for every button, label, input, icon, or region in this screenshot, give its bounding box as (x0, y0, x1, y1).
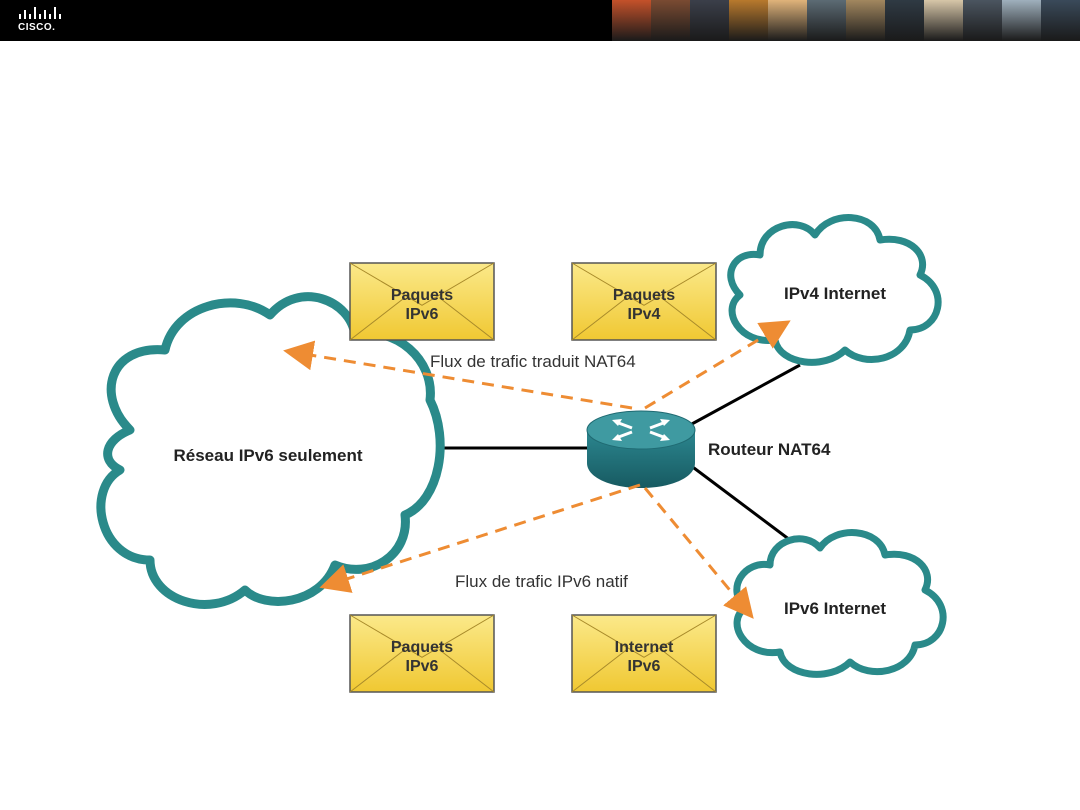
photo-tile (924, 0, 963, 41)
nat64-router-icon (586, 410, 696, 488)
flow-translated-label: Flux de trafic traduit NAT64 (430, 352, 636, 371)
photo-tile (1041, 0, 1080, 41)
cisco-logo-text: CISCO. (18, 22, 56, 33)
photo-tile (963, 0, 1002, 41)
photo-tile (1002, 0, 1041, 41)
photo-strip (612, 0, 1080, 41)
photo-tile (846, 0, 885, 41)
router-label: Routeur NAT64 (708, 440, 831, 459)
photo-tile (729, 0, 768, 41)
link-router-ipv4 (689, 363, 801, 427)
photo-tile (768, 0, 807, 41)
ipv6-only-network-cloud (96, 292, 445, 609)
ipv4-internet-label: IPv4 Internet (784, 284, 886, 303)
ipv6-internet-label: IPv6 Internet (784, 599, 886, 618)
envelope-label: IPv6 (628, 658, 661, 675)
flow-arrow-to-ipv6-network-top (283, 340, 633, 410)
link-router-ipv6-internet (689, 463, 791, 542)
flow-native-label: Flux de trafic IPv6 natif (455, 572, 628, 591)
ipv6-only-network-label: Réseau IPv6 seulement (174, 446, 363, 465)
envelope-label: IPv6 (406, 306, 439, 323)
flow-arrow-to-ipv6-internet (643, 487, 754, 619)
envelope-label: Paquets (391, 639, 453, 656)
photo-tile (651, 0, 690, 41)
envelope-label: Paquets (613, 287, 675, 304)
cisco-logo: CISCO. (18, 6, 68, 36)
ipv6-internet-cloud (733, 529, 947, 678)
photo-tile (612, 0, 651, 41)
envelope-label: IPv6 (406, 658, 439, 675)
header-bar: CISCO. (0, 0, 1080, 41)
flow-arrow-to-ipv4-internet (644, 320, 791, 410)
cisco-bars-icon (19, 7, 61, 19)
envelope-label: Paquets (391, 287, 453, 304)
envelope-label: Internet (615, 639, 674, 656)
photo-tile (690, 0, 729, 41)
photo-tile (807, 0, 846, 41)
photo-tile (885, 0, 924, 41)
flow-arrow-to-ipv6-network-bottom (319, 483, 641, 593)
envelope-label: IPv4 (628, 306, 661, 323)
